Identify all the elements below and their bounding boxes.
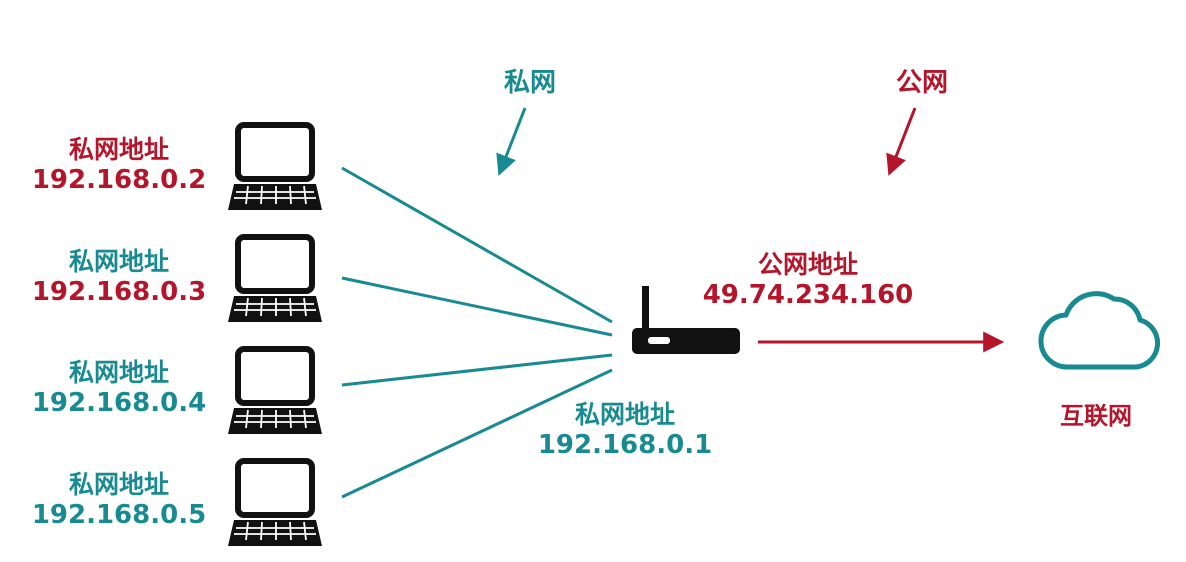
link-host-1 xyxy=(341,166,613,324)
router-icon xyxy=(632,286,740,354)
host-ip: 192.168.0.2 xyxy=(31,164,207,195)
host-label-4: 私网地址 192.168.0.5 xyxy=(24,470,214,530)
host-ip: 192.168.0.3 xyxy=(31,276,207,307)
link-host-2 xyxy=(341,276,613,337)
laptop-icon xyxy=(228,234,322,322)
router-private-ip: 192.168.0.1 xyxy=(537,429,713,460)
host-ip: 192.168.0.5 xyxy=(31,499,207,530)
private-zone-arrow xyxy=(496,107,527,176)
private-zone-label: 私网 xyxy=(504,68,557,98)
router-public-ip: 49.74.234.160 xyxy=(702,279,914,310)
router-private-title: 私网地址 xyxy=(574,400,675,429)
public-zone-label: 公网 xyxy=(896,68,949,98)
laptop-icon xyxy=(228,458,322,546)
host-address-title: 私网地址 xyxy=(68,247,169,276)
cloud-icon xyxy=(1038,291,1161,370)
host-label-1: 私网地址 192.168.0.2 xyxy=(24,135,214,195)
link-host-4 xyxy=(341,368,613,499)
laptop-icon xyxy=(228,122,322,210)
host-address-title: 私网地址 xyxy=(68,358,169,387)
laptop-icon xyxy=(228,346,322,434)
host-ip: 192.168.0.4 xyxy=(31,387,207,418)
router-public-title: 公网地址 xyxy=(757,250,858,279)
router-public-label: 公网地址 49.74.234.160 xyxy=(690,250,926,310)
host-address-title: 私网地址 xyxy=(68,135,169,164)
host-label-3: 私网地址 192.168.0.4 xyxy=(24,358,214,418)
router-private-label: 私网地址 192.168.0.1 xyxy=(530,400,720,460)
link-host-3 xyxy=(341,353,613,387)
host-address-title: 私网地址 xyxy=(68,470,169,499)
internet-label: 互联网 xyxy=(1060,402,1132,430)
public-zone-arrow xyxy=(886,107,917,176)
host-label-2: 私网地址 192.168.0.3 xyxy=(24,247,214,307)
